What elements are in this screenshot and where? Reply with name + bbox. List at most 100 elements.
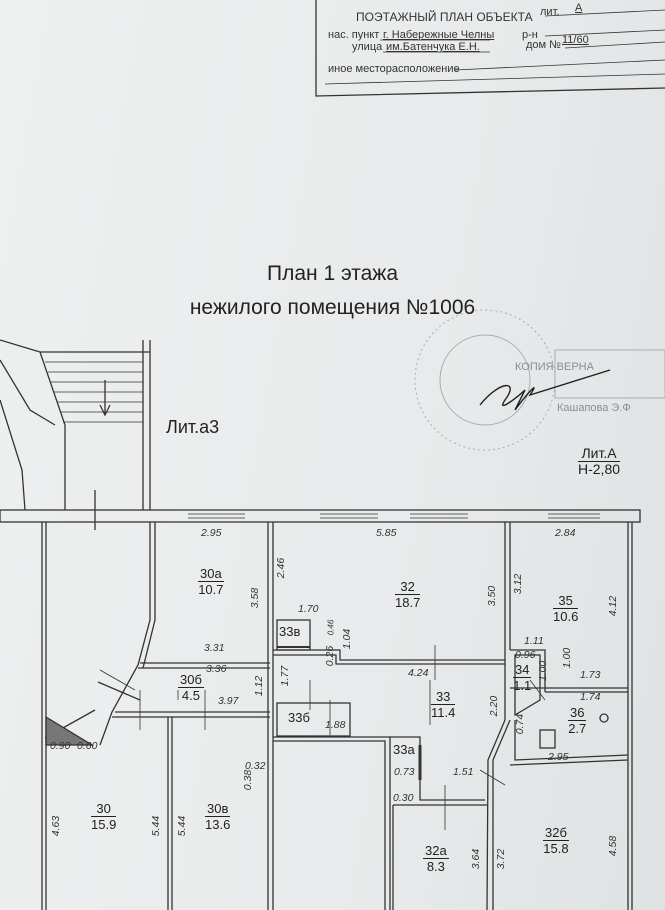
dimension: 0.90 bbox=[50, 740, 71, 752]
dimension: 0.74 bbox=[514, 713, 527, 735]
room-33b: 33б bbox=[288, 710, 310, 725]
dimension: 0.96 bbox=[515, 649, 536, 661]
dimension: 1.70 bbox=[298, 603, 319, 615]
dimension: 1.74 bbox=[580, 691, 601, 703]
dimension: 0.26 bbox=[324, 645, 337, 667]
dimension: 0.32 bbox=[245, 760, 266, 772]
dimension: 3.64 bbox=[470, 848, 483, 870]
dimension: 2.84 bbox=[555, 527, 576, 539]
plan-title-line1: План 1 этажа bbox=[266, 262, 398, 285]
dimension: 2.95 bbox=[548, 751, 569, 763]
dimension: 5.85 bbox=[376, 527, 397, 539]
stamp bbox=[414, 309, 665, 451]
building-height: Н-2,80 bbox=[578, 461, 621, 477]
house-value: 11/60 bbox=[562, 34, 589, 46]
room-33a: 33а bbox=[393, 742, 415, 757]
dimension: 4.58 bbox=[607, 835, 620, 857]
dimension: 0.60 bbox=[77, 740, 98, 752]
annex-label: Лит.а3 bbox=[166, 417, 220, 437]
room-area: 4.5 bbox=[181, 688, 200, 703]
dimension: 2.46 bbox=[275, 557, 288, 579]
room-number: 30 bbox=[91, 801, 117, 817]
dimension: 1.12 bbox=[253, 675, 266, 697]
dimension: 3.12 bbox=[512, 573, 525, 595]
dimension: 1.00 bbox=[537, 660, 550, 682]
dimension: 0.38 bbox=[242, 769, 255, 791]
dimension: 3.97 bbox=[218, 695, 239, 707]
stamp-certified: КОПИЯ ВЕРНА bbox=[515, 361, 594, 373]
room-area: 18.7 bbox=[395, 595, 421, 610]
room-number: 30а bbox=[198, 566, 224, 582]
dimension: 3.50 bbox=[486, 585, 499, 607]
room-area: 13.6 bbox=[205, 817, 231, 832]
room-number: 30б bbox=[178, 672, 204, 688]
dimension: 1.00 bbox=[561, 647, 574, 669]
dimension: 3.36 bbox=[206, 663, 227, 675]
form-title: ПОЭТАЖНЫЙ ПЛАН ОБЪЕКТА bbox=[356, 10, 533, 24]
room-number: 30в bbox=[205, 801, 231, 817]
dimension: 3.31 bbox=[204, 642, 225, 654]
room-area: 10.6 bbox=[553, 609, 579, 624]
dimension: 1.04 bbox=[341, 628, 354, 650]
stamp-name: Кашапова Э.Ф bbox=[557, 402, 631, 414]
dimension: 1.51 bbox=[453, 766, 474, 778]
room-area: 15.9 bbox=[91, 817, 117, 832]
dimension: 3.58 bbox=[249, 587, 262, 609]
street-value: им.Батенчука Е.Н. bbox=[386, 41, 480, 53]
signature bbox=[479, 369, 611, 411]
room-number: 34 bbox=[513, 662, 532, 678]
room-number: 33 bbox=[431, 689, 456, 705]
lit-value: А bbox=[575, 2, 583, 14]
dimension: 4.24 bbox=[408, 667, 429, 679]
dimension: 4.12 bbox=[607, 595, 620, 617]
room-area: 1.1 bbox=[513, 678, 532, 693]
room-area: 11.4 bbox=[431, 705, 456, 720]
street-label: улица bbox=[352, 41, 383, 53]
room-area: 10.7 bbox=[198, 582, 224, 597]
room-number: 32 bbox=[395, 579, 421, 595]
dimension: 5.44 bbox=[150, 815, 163, 837]
room-area: 15.8 bbox=[543, 841, 569, 856]
other-location-label: иное месторасположение bbox=[328, 63, 460, 75]
dimension: 0.46 bbox=[326, 619, 336, 636]
house-label: дом № bbox=[526, 39, 561, 51]
stairs-annex bbox=[0, 339, 151, 530]
dimension: 3.72 bbox=[495, 848, 508, 870]
settlement-value: г. Набережные Челны bbox=[383, 29, 495, 41]
dimension: 1.11 bbox=[524, 635, 544, 647]
dimension: 0.73 bbox=[394, 766, 415, 778]
room-area: 8.3 bbox=[426, 859, 445, 874]
dimension: 0.30 bbox=[393, 792, 414, 804]
lit-label: лит. bbox=[540, 6, 560, 18]
dimension: 2.95 bbox=[201, 527, 222, 539]
room-number: 32б bbox=[543, 825, 569, 841]
dimension: 1.88 bbox=[325, 719, 346, 731]
building-label: Лит.А Н-2,80 bbox=[578, 446, 621, 477]
plan-title-line2: нежилого помещения №1006 bbox=[189, 296, 476, 319]
building-lit: Лит.А bbox=[578, 446, 621, 462]
district-label: р-н bbox=[522, 29, 538, 41]
room-number: 36 bbox=[568, 705, 587, 721]
dimension: 1.77 bbox=[279, 665, 292, 687]
outer-wall-top bbox=[0, 509, 641, 523]
room-33v: 33в bbox=[279, 624, 301, 639]
room-number: 35 bbox=[553, 593, 579, 609]
room-area: 2.7 bbox=[568, 721, 587, 736]
dimension: 5.44 bbox=[176, 815, 189, 837]
header-frame bbox=[315, 0, 665, 97]
settlement-label: нас. пункт bbox=[328, 29, 380, 41]
dimension: 4.63 bbox=[50, 815, 63, 837]
